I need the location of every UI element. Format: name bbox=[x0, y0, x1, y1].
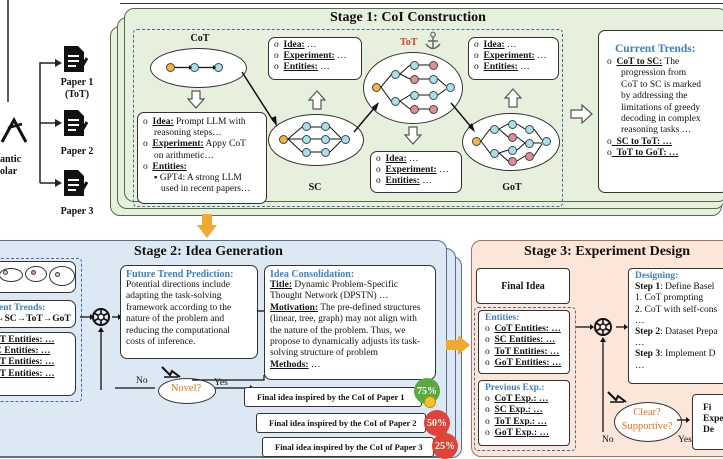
clear-yes-label: Yes bbox=[678, 435, 692, 445]
got-graph bbox=[462, 113, 560, 171]
novel-no-label: No bbox=[136, 376, 148, 386]
top-border-line bbox=[120, 0, 723, 4]
final-idea-strip-3: Final idea inspired by the CoI of Paper … bbox=[262, 437, 434, 457]
cot-to-sc-arrow bbox=[241, 71, 277, 127]
idea-consolidation-box: Idea Consolidation: Title: Dynamic Probl… bbox=[264, 265, 436, 380]
tot-graph bbox=[363, 52, 463, 124]
paper-3-label: Paper 3 bbox=[60, 206, 94, 217]
stage3-previous-exp-box: Previous Exp.: o CoT Exp.: … o SC Exp.: … bbox=[478, 380, 570, 446]
paper-3-icon bbox=[64, 170, 88, 196]
scholar-label-1: antic bbox=[0, 154, 22, 165]
clear-text: Clear? bbox=[633, 407, 661, 418]
cot-detail-box: o Idea: Prompt LLM with reasoning steps…… bbox=[137, 112, 267, 204]
cot-graph bbox=[150, 48, 247, 88]
score-badge-25: 25% bbox=[432, 433, 458, 459]
consolidation-to-novel-line bbox=[192, 375, 265, 381]
clear-to-final-arrow bbox=[677, 417, 690, 423]
paper-2-label: Paper 2 bbox=[60, 146, 94, 157]
got-mini-box: o Idea: … o Experiment: … o Entities: … bbox=[468, 37, 559, 80]
final-idea-box: Final Idea bbox=[476, 268, 570, 304]
medal-icon bbox=[424, 396, 436, 408]
stage2-mini-graphs bbox=[0, 261, 76, 293]
final-idea-strip-1: Final idea inspired by the CoI of Paper … bbox=[244, 387, 422, 407]
stage1-to-stage2-arrow bbox=[197, 214, 217, 238]
paper-1-icon bbox=[64, 46, 88, 72]
got-label: GoT bbox=[502, 182, 522, 193]
stage2-left-dashed-box bbox=[0, 258, 82, 402]
cot-down-arrow bbox=[187, 90, 205, 109]
clear-no-label: No bbox=[602, 435, 614, 445]
cot-label: CoT bbox=[190, 33, 210, 44]
tot-down-arrow bbox=[404, 126, 422, 145]
supportive-text: Supportive? bbox=[621, 421, 673, 432]
feedback-icon bbox=[161, 366, 181, 378]
paper-1-label: Paper 1 bbox=[60, 77, 94, 88]
current-trends-box: Current Trends: o CoT to SC: The progres… bbox=[598, 30, 723, 193]
stage1-to-trends-arrow bbox=[570, 104, 593, 124]
stage1-coi-dashed-box bbox=[133, 29, 563, 207]
paper-1-sublabel: (ToT) bbox=[64, 89, 90, 100]
tot-to-got-arrow bbox=[450, 102, 475, 132]
novel-yes-label: Yes bbox=[214, 378, 228, 388]
clear-supportive-bubble bbox=[614, 402, 682, 442]
paper-2-icon bbox=[64, 110, 88, 136]
tot-mini-box: o Idea: … o Experiment: … o Entities: … bbox=[370, 151, 462, 193]
semantic-scholar-icon bbox=[0, 116, 28, 143]
final-idea-strip-2: Final idea inspired by the CoI of Paper … bbox=[256, 413, 426, 433]
sc-up-arrow bbox=[308, 90, 326, 110]
novel-bubble bbox=[158, 378, 216, 404]
final-experiment-design-box: Fi Expe De bbox=[692, 394, 723, 450]
feedback-icon-stage3 bbox=[607, 391, 627, 403]
stage3-title: Stage 3: Experiment Design bbox=[524, 244, 691, 259]
got-up-arrow bbox=[504, 88, 522, 108]
anchor-icon bbox=[425, 31, 441, 50]
left-connector-lines bbox=[7, 0, 62, 187]
scholar-label-2: olar bbox=[0, 166, 18, 177]
sc-graph bbox=[268, 114, 364, 166]
tot-label: ToT bbox=[400, 37, 418, 48]
sc-to-tot-arrow bbox=[353, 102, 379, 133]
score-badge-50: 50% bbox=[424, 410, 450, 436]
trends-title: Current Trends: bbox=[615, 43, 696, 55]
stage2-to-stage3-arrow bbox=[446, 335, 470, 355]
designing-box: Designing: Step 1: Define Basel 1. CoT p… bbox=[628, 268, 723, 384]
stage1-title: Stage 1: CoI Construction bbox=[330, 10, 486, 25]
stage3-connector-arrows bbox=[576, 324, 628, 432]
stage2-title: Stage 2: Idea Generation bbox=[134, 244, 283, 259]
sc-mini-box: o Idea: … o Experiment: … o Entities: … bbox=[268, 37, 362, 80]
openai-icon-stage3 bbox=[594, 318, 612, 336]
stage2-entities-box: oT Entities: … C Entities: … oT Entities… bbox=[0, 332, 76, 396]
novel-text: Novel? bbox=[170, 383, 202, 394]
stage3-entities-box: Entities: o CoT Entities: … o SC Entitie… bbox=[478, 310, 570, 374]
future-trend-box: Future Trend Prediction: Potential direc… bbox=[120, 265, 258, 359]
stage2-trends-box: rent Trends: →SC→ToT→GoT bbox=[0, 300, 76, 328]
sc-label: SC bbox=[308, 182, 322, 193]
